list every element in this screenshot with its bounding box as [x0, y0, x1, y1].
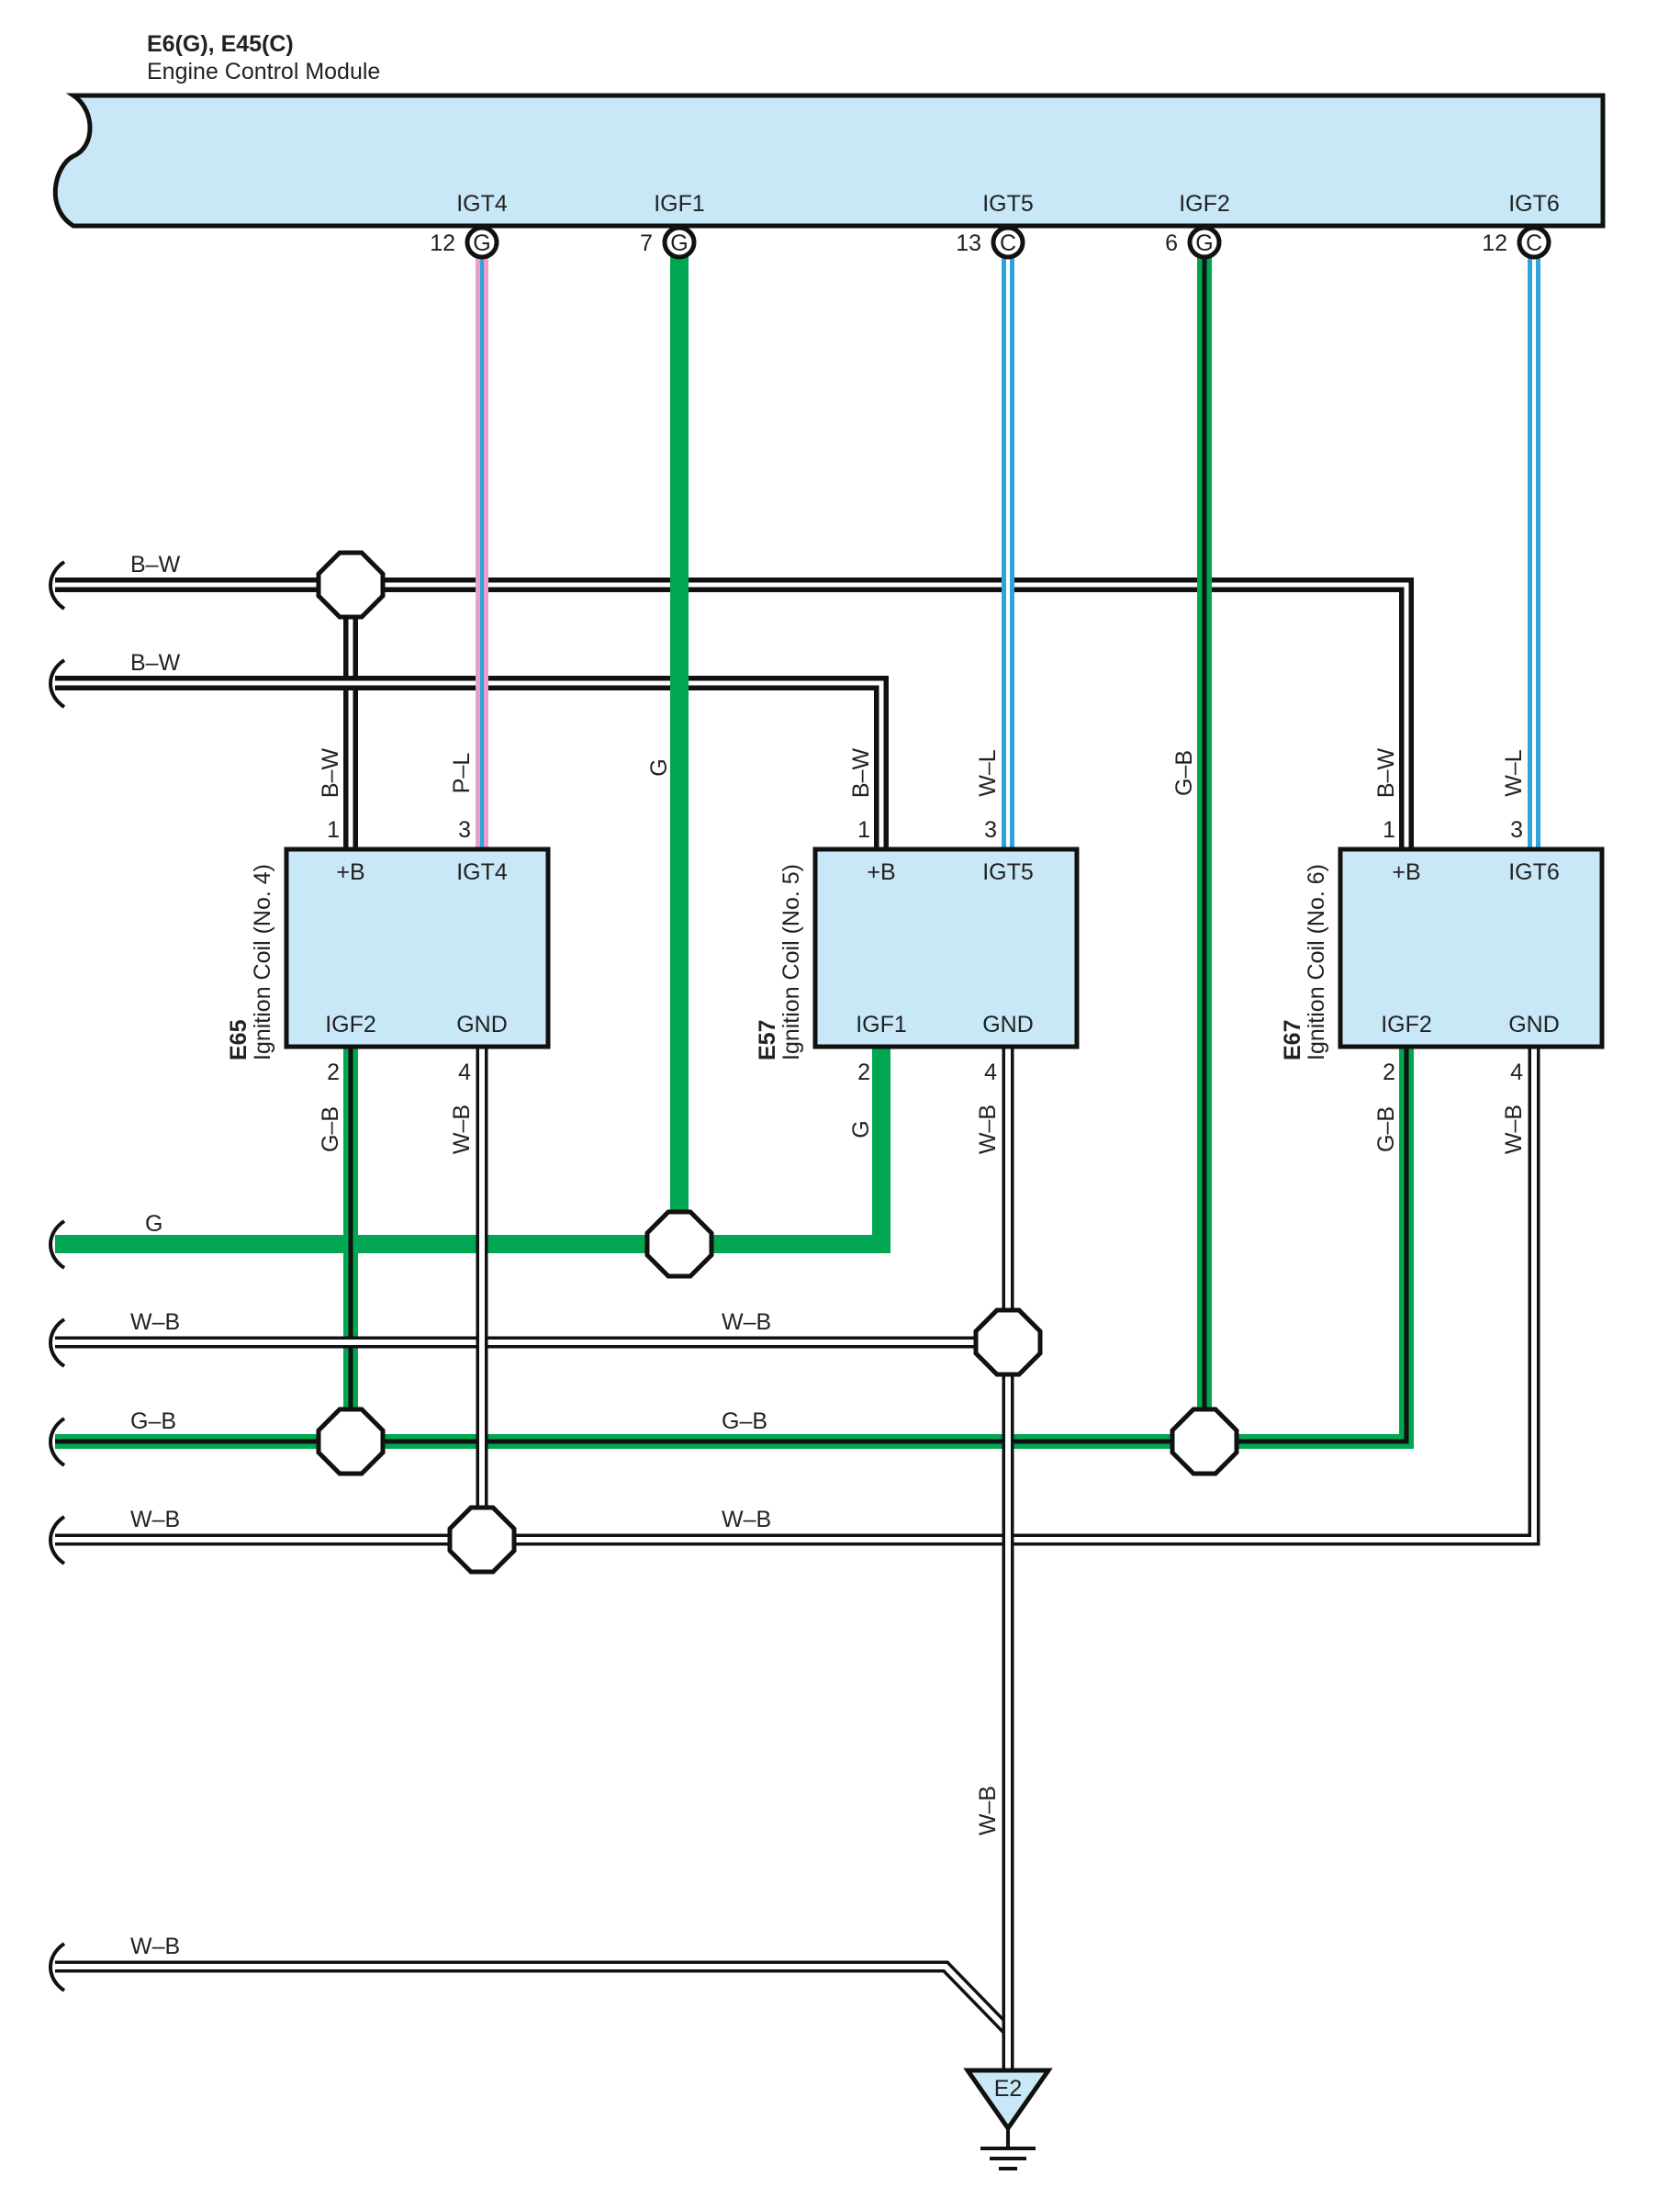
coil-e67: +B IGT6 IGF2 GND 1 3 2 4 B–W W–L G–B W–B… — [1280, 748, 1605, 1154]
svg-text:+B: +B — [1392, 859, 1420, 885]
splice-wb-2 — [447, 1505, 517, 1575]
bus-label-bw-1: B–W — [130, 552, 181, 578]
bus-label-gb: G–B — [130, 1408, 176, 1434]
svg-text:12: 12 — [1482, 230, 1507, 256]
wire-label-wb-ground: W–B — [975, 1786, 1001, 1835]
svg-text:G: G — [670, 230, 688, 256]
svg-text:2: 2 — [1383, 1060, 1395, 1085]
svg-text:B–W: B–W — [848, 748, 874, 799]
svg-text:IGT6: IGT6 — [1508, 859, 1560, 885]
bus-g — [55, 1047, 890, 1253]
svg-text:12: 12 — [430, 230, 455, 256]
wire-gb-e67 — [1204, 1047, 1414, 1449]
coil-e65: +B IGT4 IGF2 GND 1 3 2 4 B–W P–L G–B W–B… — [226, 748, 551, 1154]
svg-text:Ignition Coil (No. 6): Ignition Coil (No. 6) — [1304, 864, 1329, 1060]
svg-text:G: G — [848, 1120, 874, 1138]
svg-text:6: 6 — [1165, 230, 1178, 256]
ecm-subtitle: Engine Control Module — [147, 59, 380, 84]
svg-text:+B: +B — [336, 859, 364, 885]
svg-text:IGF2: IGF2 — [325, 1012, 376, 1037]
svg-text:2: 2 — [327, 1060, 340, 1085]
ecm-terminal-igf1: IGF1 7 G — [640, 191, 705, 260]
bus-label-bw-2: B–W — [130, 650, 181, 676]
splice-gb-left — [316, 1407, 386, 1476]
splice-wb-1 — [973, 1307, 1043, 1377]
svg-text:13: 13 — [956, 230, 981, 256]
svg-text:G: G — [473, 230, 490, 256]
svg-text:GND: GND — [982, 1012, 1034, 1037]
svg-text:IGF2: IGF2 — [1381, 1012, 1432, 1037]
ecm-body — [52, 93, 1606, 229]
svg-text:4: 4 — [1510, 1060, 1523, 1085]
svg-text:3: 3 — [1510, 817, 1523, 843]
ecm-terminal-igt4: IGT4 12 G — [430, 191, 508, 260]
bus-label-wb-1: W–B — [130, 1309, 180, 1335]
svg-text:W–B: W–B — [1501, 1105, 1527, 1154]
svg-text:4: 4 — [984, 1060, 997, 1085]
svg-text:GND: GND — [456, 1012, 508, 1037]
coil-e57: +B IGT5 IGF1 GND 1 3 2 4 B–W W–L G W–B E… — [755, 748, 1080, 1154]
svg-text:W–B: W–B — [975, 1105, 1001, 1154]
svg-text:+B: +B — [867, 859, 895, 885]
splice-g — [644, 1209, 714, 1279]
svg-text:1: 1 — [1383, 817, 1395, 843]
bus-label-wb-2: W–B — [130, 1507, 180, 1532]
splice-bw — [316, 550, 386, 620]
ground-symbol: E2 — [963, 2068, 1053, 2170]
bus-label-wb-2-mid: W–B — [722, 1507, 771, 1532]
svg-text:GND: GND — [1508, 1012, 1560, 1037]
svg-text:IGF1: IGF1 — [856, 1012, 907, 1037]
bus-label-wb-3: W–B — [130, 1934, 180, 1959]
svg-text:IGT4: IGT4 — [456, 191, 508, 217]
svg-text:C: C — [1526, 230, 1542, 256]
svg-text:IGT6: IGT6 — [1508, 191, 1560, 217]
splice-points — [316, 550, 1239, 1575]
svg-text:P–L: P–L — [449, 753, 475, 794]
svg-text:W–L: W–L — [1501, 749, 1527, 797]
svg-text:C: C — [1000, 230, 1016, 256]
svg-text:Ignition Coil (No. 4): Ignition Coil (No. 4) — [250, 864, 275, 1060]
ecm-terminal-igf2: IGF2 6 G — [1165, 191, 1230, 260]
svg-text:4: 4 — [458, 1060, 471, 1085]
svg-text:E65: E65 — [226, 1019, 252, 1060]
wire-label-gb-vertical: G–B — [1171, 750, 1197, 796]
ecm-terminal-igt6: IGT6 12 C — [1482, 191, 1560, 260]
bus-bw-2 — [55, 676, 889, 849]
svg-text:IGF2: IGF2 — [1179, 191, 1230, 217]
svg-text:IGT4: IGT4 — [456, 859, 508, 885]
ecm-terminal-igt5: IGT5 13 C — [956, 191, 1034, 260]
bus-end-marks — [49, 560, 66, 1992]
svg-text:G: G — [1195, 230, 1213, 256]
svg-text:E2: E2 — [994, 2076, 1023, 2102]
svg-text:3: 3 — [458, 817, 471, 843]
svg-text:G–B: G–B — [1373, 1106, 1399, 1152]
bus-label-wb-1-mid: W–B — [722, 1309, 771, 1335]
svg-text:IGF1: IGF1 — [654, 191, 705, 217]
bus-label-g: G — [145, 1211, 162, 1237]
svg-text:E67: E67 — [1280, 1020, 1305, 1060]
svg-text:7: 7 — [640, 230, 653, 256]
svg-text:1: 1 — [327, 817, 340, 843]
svg-text:G–B: G–B — [318, 1106, 343, 1152]
svg-text:W–B: W–B — [449, 1105, 475, 1154]
svg-text:B–W: B–W — [318, 748, 343, 799]
svg-text:E57: E57 — [755, 1020, 780, 1060]
svg-text:B–W: B–W — [1373, 748, 1399, 799]
svg-text:2: 2 — [857, 1060, 870, 1085]
svg-text:3: 3 — [984, 817, 997, 843]
bus-wb-3 — [55, 1960, 1013, 2035]
svg-text:1: 1 — [857, 817, 870, 843]
svg-text:IGT5: IGT5 — [982, 859, 1034, 885]
svg-text:W–L: W–L — [975, 749, 1001, 797]
bus-bw-1 — [55, 578, 1414, 849]
wire-label-g-vertical: G — [646, 758, 672, 776]
svg-text:Ignition Coil (No. 5): Ignition Coil (No. 5) — [778, 864, 804, 1060]
svg-text:IGT5: IGT5 — [982, 191, 1034, 217]
bus-wb-2 — [55, 1047, 1540, 1546]
bus-label-gb-mid: G–B — [722, 1408, 767, 1434]
ecm-title: E6(G), E45(C) — [147, 31, 294, 57]
splice-gb-right — [1170, 1407, 1239, 1476]
